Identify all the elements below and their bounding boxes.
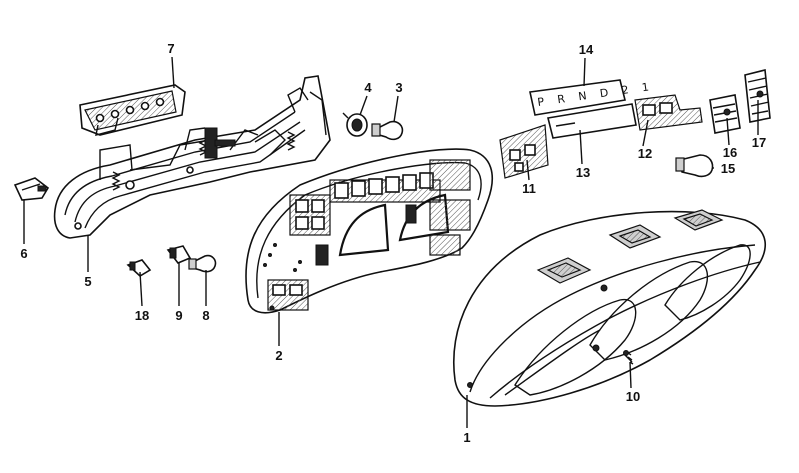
label-15: 15 (721, 161, 735, 176)
label-12: 12 (638, 146, 652, 161)
part-2-housing (245, 148, 494, 314)
callout-labels: 1 2 3 4 5 6 7 8 9 18 10 11 12 13 14 15 1… (20, 41, 766, 445)
label-3: 3 (395, 80, 402, 95)
part-9-socket (166, 245, 192, 264)
label-11: 11 (522, 181, 536, 196)
part-16-connector-block (709, 94, 741, 134)
label-16: 16 (723, 145, 737, 160)
label-17: 17 (752, 135, 766, 150)
label-7: 7 (167, 41, 174, 56)
label-8: 8 (202, 308, 209, 323)
label-18: 18 (135, 308, 149, 323)
part-8-bulb (188, 254, 217, 273)
label-4: 4 (364, 80, 372, 95)
part-3-bulb (371, 120, 404, 141)
part-17-connector-block (744, 69, 771, 123)
label-5: 5 (84, 274, 91, 289)
label-6: 6 (20, 246, 27, 261)
label-14: 14 (579, 42, 594, 57)
part-18-socket (126, 259, 152, 277)
label-1: 1 (463, 430, 470, 445)
part-14-selector-plate: P R N D 2 1 (529, 79, 655, 116)
part-4-bulb-holder (342, 112, 368, 137)
part-13-diffuser (547, 103, 637, 139)
part-6-connector (13, 177, 50, 201)
part-10-screw (623, 350, 634, 365)
part-1-cluster-hood (453, 209, 767, 407)
label-2: 2 (275, 348, 282, 363)
part-11-filter-panel (499, 124, 549, 179)
part-15-bulb (675, 154, 714, 178)
part-12-filter-panel (634, 94, 703, 131)
label-9: 9 (175, 308, 182, 323)
leader-lines (23, 56, 759, 428)
label-10: 10 (626, 389, 640, 404)
part-7-circuit-strip (79, 84, 186, 136)
label-13: 13 (576, 165, 590, 180)
part-5-printed-circuit (53, 75, 331, 239)
